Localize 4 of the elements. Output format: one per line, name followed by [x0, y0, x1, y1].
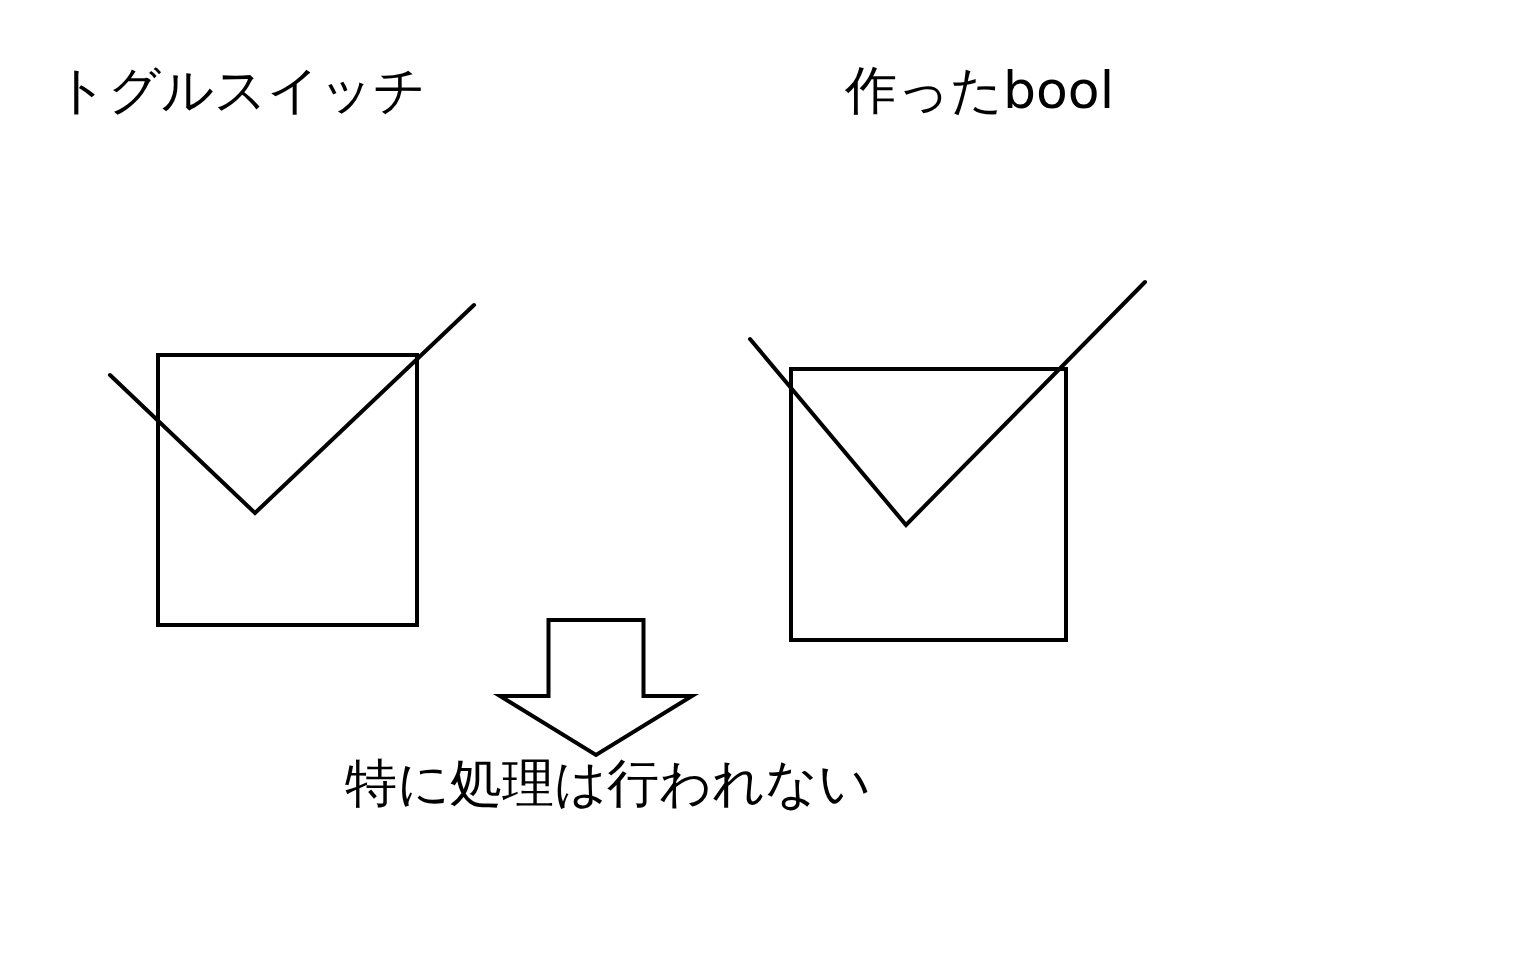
block-arrow [492, 618, 700, 758]
result-text: 特に処理は行われない [345, 757, 871, 809]
checkbox-heading: 作ったbool [845, 64, 1115, 116]
checkbox-heading: トグルスイッチ [55, 64, 426, 116]
